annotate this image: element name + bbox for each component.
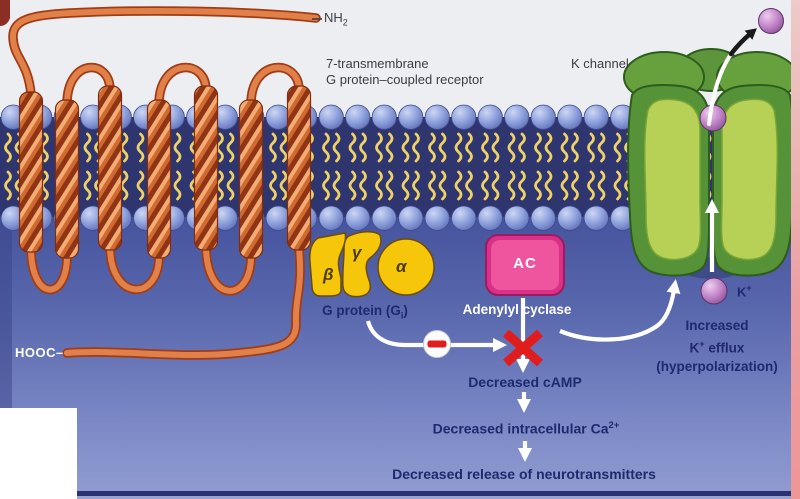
g-protein-label-text: G protein (G xyxy=(322,303,401,318)
helix-7 xyxy=(286,85,312,251)
blocked-x-icon xyxy=(503,329,543,367)
helix-5 xyxy=(193,85,219,251)
increased-efflux-line1: Increased xyxy=(685,318,749,333)
g-protein-beta-subunit xyxy=(309,232,347,297)
potassium-ion-cytoplasm xyxy=(700,277,728,305)
cascade-step-2-superscript: 2+ xyxy=(608,420,620,431)
alpha-subunit-label: α xyxy=(396,257,407,276)
figure-bottom-edge xyxy=(0,496,800,499)
g-protein-label: G protein (Gi) xyxy=(322,303,408,322)
minus-sign-icon xyxy=(427,340,447,348)
g-protein-complex xyxy=(309,231,435,298)
receptor-label: 7-transmembrane G protein–coupled recept… xyxy=(326,56,484,89)
hooc-label: HOOC– xyxy=(15,345,64,360)
helix-1 xyxy=(18,91,44,253)
nh2-label-subscript: 2 xyxy=(342,17,348,28)
g-protein-alpha-subunit xyxy=(377,238,435,296)
increased-efflux-label: Increased K+ efflux (hyperpolarization) xyxy=(656,317,778,376)
helix-4 xyxy=(146,99,172,259)
scan-whiteout-patch xyxy=(0,408,77,499)
g-protein-label-subscript: i xyxy=(400,310,404,321)
adenylyl-cyclase-label: Adenylyl cyclase xyxy=(462,302,572,317)
k-ion-superscript: + xyxy=(746,283,752,293)
adenylyl-cyclase-shape xyxy=(485,234,565,296)
k-ion-label: K+ xyxy=(737,283,752,301)
corner-page-patch xyxy=(0,0,10,26)
receptor-label-line2: G protein–coupled receptor xyxy=(326,72,484,88)
ac-box-label: AC xyxy=(513,255,537,272)
receptor-label-line1: 7-transmembrane xyxy=(326,56,429,71)
figure-bottom-border xyxy=(0,491,800,496)
k-channel-label: K channel xyxy=(571,56,629,71)
efflux-k-text: K xyxy=(689,340,700,356)
gamma-subunit-label: γ xyxy=(352,243,362,262)
increased-efflux-line3: (hyperpolarization) xyxy=(656,358,778,374)
increased-efflux-line2: K+ efflux xyxy=(656,335,778,358)
k-channel-shape xyxy=(623,48,798,279)
channel-inner-left xyxy=(643,98,702,261)
efflux-rest-text: efflux xyxy=(704,340,745,356)
cascade-step-2-text: Decreased intracellular Ca xyxy=(432,420,609,437)
cascade-step-1-label: Decreased cAMP xyxy=(468,374,582,390)
k-ion-text: K xyxy=(737,284,747,300)
inhibition-arrow xyxy=(365,320,507,352)
potassium-ion-released xyxy=(758,8,784,34)
efflux-pathway-arrow xyxy=(559,279,681,342)
g-protein-label-close: ) xyxy=(403,303,408,318)
channel-inner-right xyxy=(720,98,779,261)
page-edge-strip xyxy=(791,0,800,499)
helix-3 xyxy=(97,85,123,251)
cascade-step-2-label: Decreased intracellular Ca2+ xyxy=(433,420,620,438)
beta-subunit-label: β xyxy=(323,265,334,284)
nh2-label-text: NH xyxy=(324,10,343,25)
exit-arrow-white-segment xyxy=(707,52,733,126)
g-protein-gamma-subunit xyxy=(341,231,382,298)
cascade-step-3-label: Decreased release of neurotransmitters xyxy=(392,466,656,482)
helix-2 xyxy=(54,99,80,259)
exit-arrow-icon xyxy=(728,28,757,57)
gpcr-ribbon xyxy=(8,6,322,360)
helix-6 xyxy=(238,99,264,259)
receptor-loops xyxy=(10,7,319,358)
nh2-label: NH2 xyxy=(324,10,348,29)
transmembrane-helices xyxy=(18,85,312,259)
efflux-k-superscript: + xyxy=(699,339,705,349)
